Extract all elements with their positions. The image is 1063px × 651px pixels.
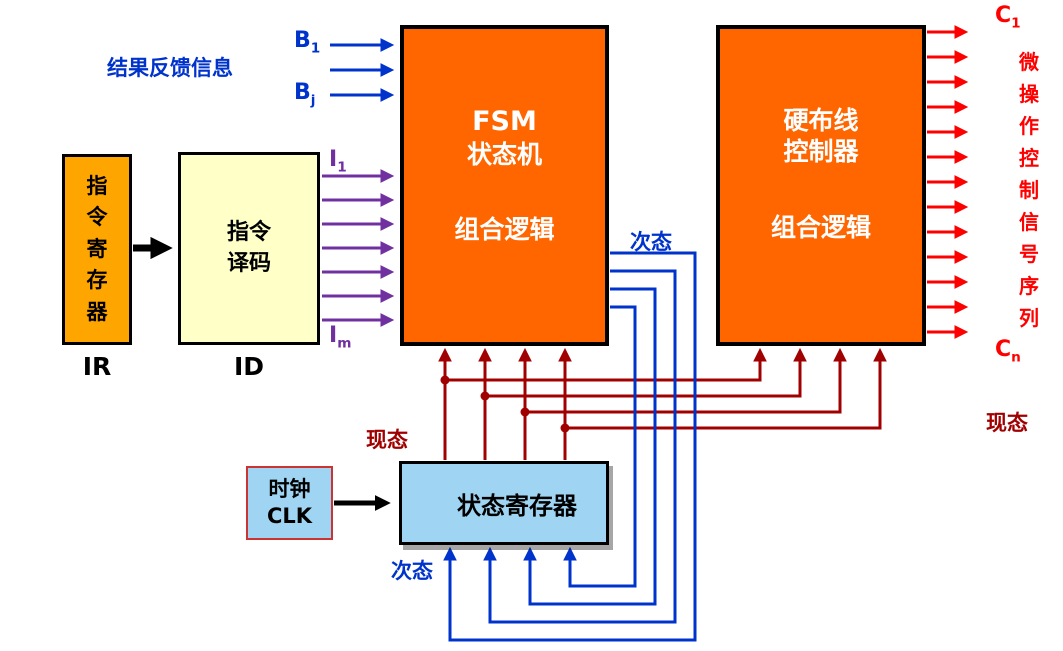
label-im: Im [329, 323, 351, 351]
controller-label-line3: 组合逻辑 [770, 212, 871, 242]
feedback-info-label: 结果反馈信息 [107, 56, 233, 80]
fsm-box: FSM 状态机 组合逻辑 [400, 25, 609, 346]
clock-label-line2: CLK [266, 504, 313, 528]
current-state-label-left: 现态 [366, 428, 408, 452]
fsm-label-line3: 组合逻辑 [454, 215, 555, 244]
control-signal-sequence-vertical-label: 微操作控制信号序列 [1019, 50, 1039, 330]
id-caption: ID [233, 352, 265, 381]
decode-output-arrows [322, 169, 395, 327]
label-i1-sub: 1 [337, 159, 347, 176]
label-c1: C1 [995, 3, 1021, 31]
label-cn: Cn [995, 337, 1021, 365]
label-cn-sub: n [1011, 349, 1021, 366]
label-b1: B1 [294, 28, 320, 56]
feedback-input-arrows [330, 38, 395, 102]
current-state-lines [438, 347, 887, 460]
current-state-label-right: 现态 [986, 411, 1028, 435]
instruction-decoder-box: 指令 译码 [178, 152, 320, 345]
instruction-register-box: 指令寄存器 [62, 154, 132, 345]
controller-label-line1: 硬布线 [783, 106, 859, 135]
state-register-box: 状态寄存器 [399, 461, 609, 545]
label-im-sub: m [337, 335, 352, 352]
control-signal-output-arrows [927, 25, 969, 339]
hardwired-controller-box: 硬布线 控制器 组合逻辑 [716, 25, 926, 346]
clock-box: 时钟 CLK [246, 466, 333, 540]
next-state-label-bottom: 次态 [391, 559, 433, 583]
label-cn-base: C [995, 337, 1012, 362]
label-b1-sub: 1 [310, 40, 321, 57]
label-im-base: I [329, 323, 338, 348]
label-bj: Bj [294, 80, 315, 108]
state-register-label: 状态寄存器 [457, 491, 577, 520]
label-i1: I1 [329, 147, 347, 175]
decoder-label-line1: 指令 [226, 219, 271, 245]
next-state-label-top: 次态 [630, 230, 672, 254]
fsm-label-line1: FSM [472, 106, 537, 137]
label-b1-base: B [294, 28, 311, 53]
fsm-label-line2: 状态机 [466, 139, 542, 169]
decoder-label-line2: 译码 [226, 250, 271, 276]
label-i1-base: I [329, 147, 338, 172]
label-bj-sub: j [310, 92, 316, 109]
label-c1-base: C [995, 3, 1012, 28]
clock-label-line1: 时钟 [268, 476, 311, 501]
label-c1-sub: 1 [1011, 15, 1021, 32]
controller-label-line2: 控制器 [783, 137, 859, 167]
ir-caption: IR [82, 352, 112, 381]
label-bj-base: B [294, 80, 311, 105]
instruction-register-label: 指令寄存器 [86, 173, 108, 324]
